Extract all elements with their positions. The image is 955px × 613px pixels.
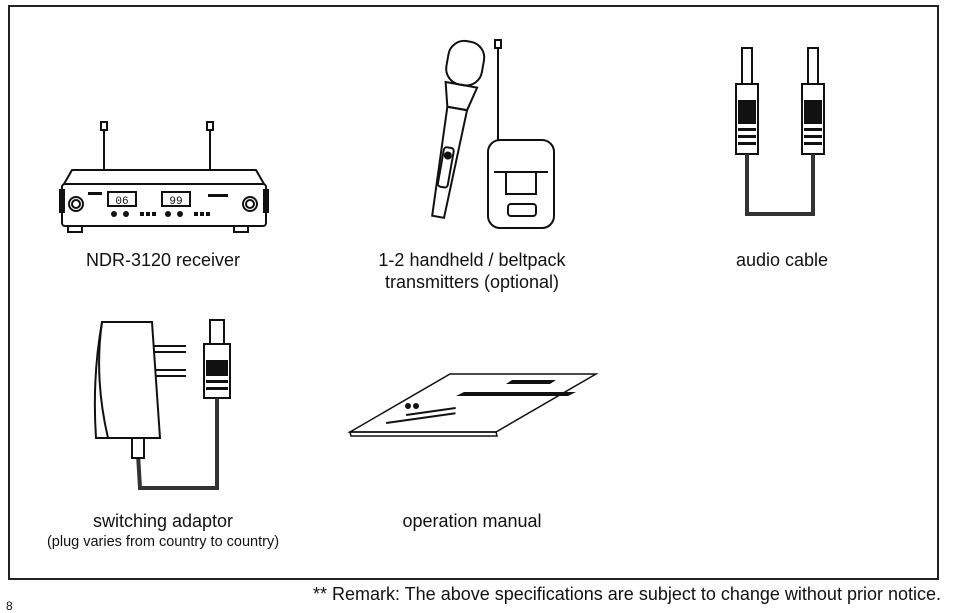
transmitter-icon xyxy=(431,39,555,229)
receiver-display-left: 06 xyxy=(115,196,128,208)
transmitters-caption-line2: transmitters (optional) xyxy=(384,272,560,292)
audio-cable-icon xyxy=(735,47,825,216)
manual-illustration xyxy=(346,372,600,448)
manual-icon xyxy=(347,373,599,437)
audio-cable-caption: audio cable xyxy=(735,250,829,270)
footer-mark: 8 xyxy=(6,599,13,613)
adaptor-icon xyxy=(93,319,231,490)
adaptor-caption: switching adaptor xyxy=(92,511,234,531)
transmitters-illustration xyxy=(392,38,562,238)
receiver-icon: 06 99 xyxy=(59,121,269,233)
transmitters-caption-line1: 1-2 handheld / beltpack xyxy=(378,250,566,270)
adaptor-illustration xyxy=(88,318,248,496)
receiver-illustration: 06 99 xyxy=(58,120,270,240)
adaptor-subcaption: (plug varies from country to country) xyxy=(46,534,280,550)
package-contents-frame xyxy=(8,5,939,580)
remark-note: ** Remark: The above specifications are … xyxy=(312,584,941,604)
manual-caption: operation manual xyxy=(402,511,542,531)
audio-cable-illustration xyxy=(726,44,836,220)
receiver-display-right: 99 xyxy=(169,196,182,208)
receiver-caption: NDR-3120 receiver xyxy=(85,250,241,270)
